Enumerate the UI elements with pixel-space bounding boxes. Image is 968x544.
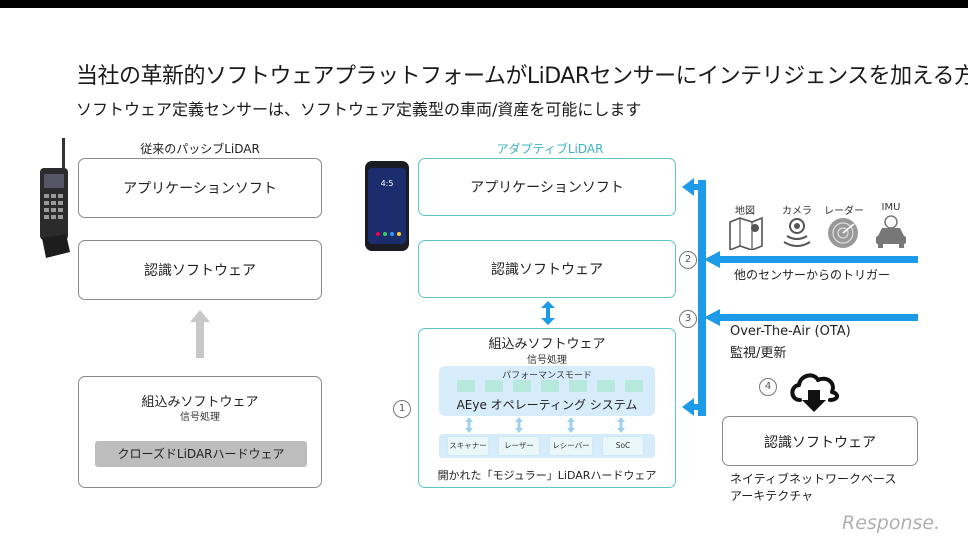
os-label: AEye オペレーティング システム [456, 398, 638, 412]
arrow-to-embedded-icon [682, 398, 702, 416]
module-receiver: レシーバー [549, 436, 593, 456]
right-embedded-label: 組込みソフトウェア [488, 337, 606, 352]
step-1-badge: 1 [393, 400, 411, 418]
closed-hardware-bar: クローズドLiDARハードウェア [95, 441, 307, 467]
radar-icon [828, 218, 858, 248]
page-title: 当社の革新的ソフトウェアプラットフォームがLiDARセンサーにインテリジェンスを… [76, 64, 968, 89]
smartphone-icon: 4:5 [365, 161, 409, 251]
camera-icon [783, 218, 811, 247]
module-soc: SoC [602, 436, 644, 456]
trigger-label: 他のセンサーからのトリガー [734, 268, 891, 282]
perf-chip [569, 380, 587, 392]
left-signal-label: 信号処理 [180, 412, 220, 423]
cloud-download-icon [790, 373, 839, 412]
trigger-line [714, 256, 918, 263]
map-icon [729, 216, 763, 250]
step-4-badge: 4 [759, 378, 777, 396]
right-recog-box: 認識ソフトウェア [418, 240, 676, 298]
left-recog-box: 認識ソフトウェア [78, 240, 322, 300]
sensor-label-camera: カメラ [782, 206, 812, 217]
right-recog-label: 認識ソフトウェア [491, 262, 603, 278]
vertical-feed-line [698, 180, 706, 416]
left-embedded-label: 組込みソフトウェア [141, 395, 259, 410]
phone-time: 4:5 [381, 179, 394, 188]
step-3-badge: 3 [679, 310, 697, 328]
ota-sublabel: 監視/更新 [730, 346, 787, 361]
cloud-recog-label: 認識ソフトウェア [764, 435, 876, 451]
right-heading: アダプティブLiDAR [496, 142, 604, 156]
right-signal-label: 信号処理 [527, 355, 567, 366]
cloud-recog-box: 認識ソフトウェア [722, 416, 918, 466]
imu-car-icon [876, 215, 906, 248]
ota-line [714, 314, 918, 321]
left-app-box: アプリケーションソフト [78, 158, 322, 218]
ota-arrow-icon [704, 309, 720, 326]
page-subtitle: ソフトウェア定義センサーは、ソフトウェア定義型の車両/資産を可能にします [76, 100, 642, 119]
open-hardware-label: 開かれた「モジュラー」LiDARハードウェア [437, 469, 657, 482]
perf-chip [541, 380, 559, 392]
right-embedded-box: 組込みソフトウェア 信号処理 パフォーマンスモード AEye オペレーティング … [418, 328, 676, 488]
modules-row: スキャナー レーザー レシーバー SoC [439, 434, 655, 458]
step-2-badge: 2 [679, 251, 697, 269]
arrow-to-app-icon [682, 178, 702, 196]
perf-chip [457, 380, 475, 392]
left-recog-label: 認識ソフトウェア [144, 263, 256, 279]
perf-chip [513, 380, 531, 392]
right-app-label: アプリケーションソフト [470, 180, 624, 196]
ota-label: Over-The-Air (OTA) [730, 324, 851, 339]
module-laser: レーザー [498, 436, 540, 456]
sensor-label-imu: IMU [881, 202, 901, 213]
perf-chip [485, 380, 503, 392]
native-sublabel: アーキテクチャ [730, 489, 814, 503]
right-app-box: アプリケーションソフト [418, 158, 676, 216]
perf-mode-label: パフォーマンスモード [502, 371, 592, 381]
native-label: ネイティブネットワークベース [730, 472, 897, 486]
bidirectional-arrow-icon [541, 301, 555, 325]
sensor-label-map: 地図 [735, 206, 755, 217]
left-app-label: アプリケーションソフト [123, 181, 277, 197]
module-scanner: スキャナー [447, 436, 489, 456]
sensor-label-radar: レーダー [824, 206, 864, 217]
top-bar [0, 0, 968, 8]
left-heading: 従来のパッシブLiDAR [140, 142, 260, 156]
module-arrows [465, 417, 625, 433]
trigger-arrow-icon [704, 251, 720, 268]
perf-chip [625, 380, 643, 392]
feature-phone-icon [40, 138, 70, 258]
perf-chip [597, 380, 615, 392]
up-arrow-icon [190, 310, 210, 358]
os-block: パフォーマンスモード AEye オペレーティング システム [439, 366, 655, 416]
left-embedded-box: 組込みソフトウェア 信号処理 クローズドLiDARハードウェア [78, 376, 322, 488]
response-watermark: Response. [842, 512, 941, 534]
